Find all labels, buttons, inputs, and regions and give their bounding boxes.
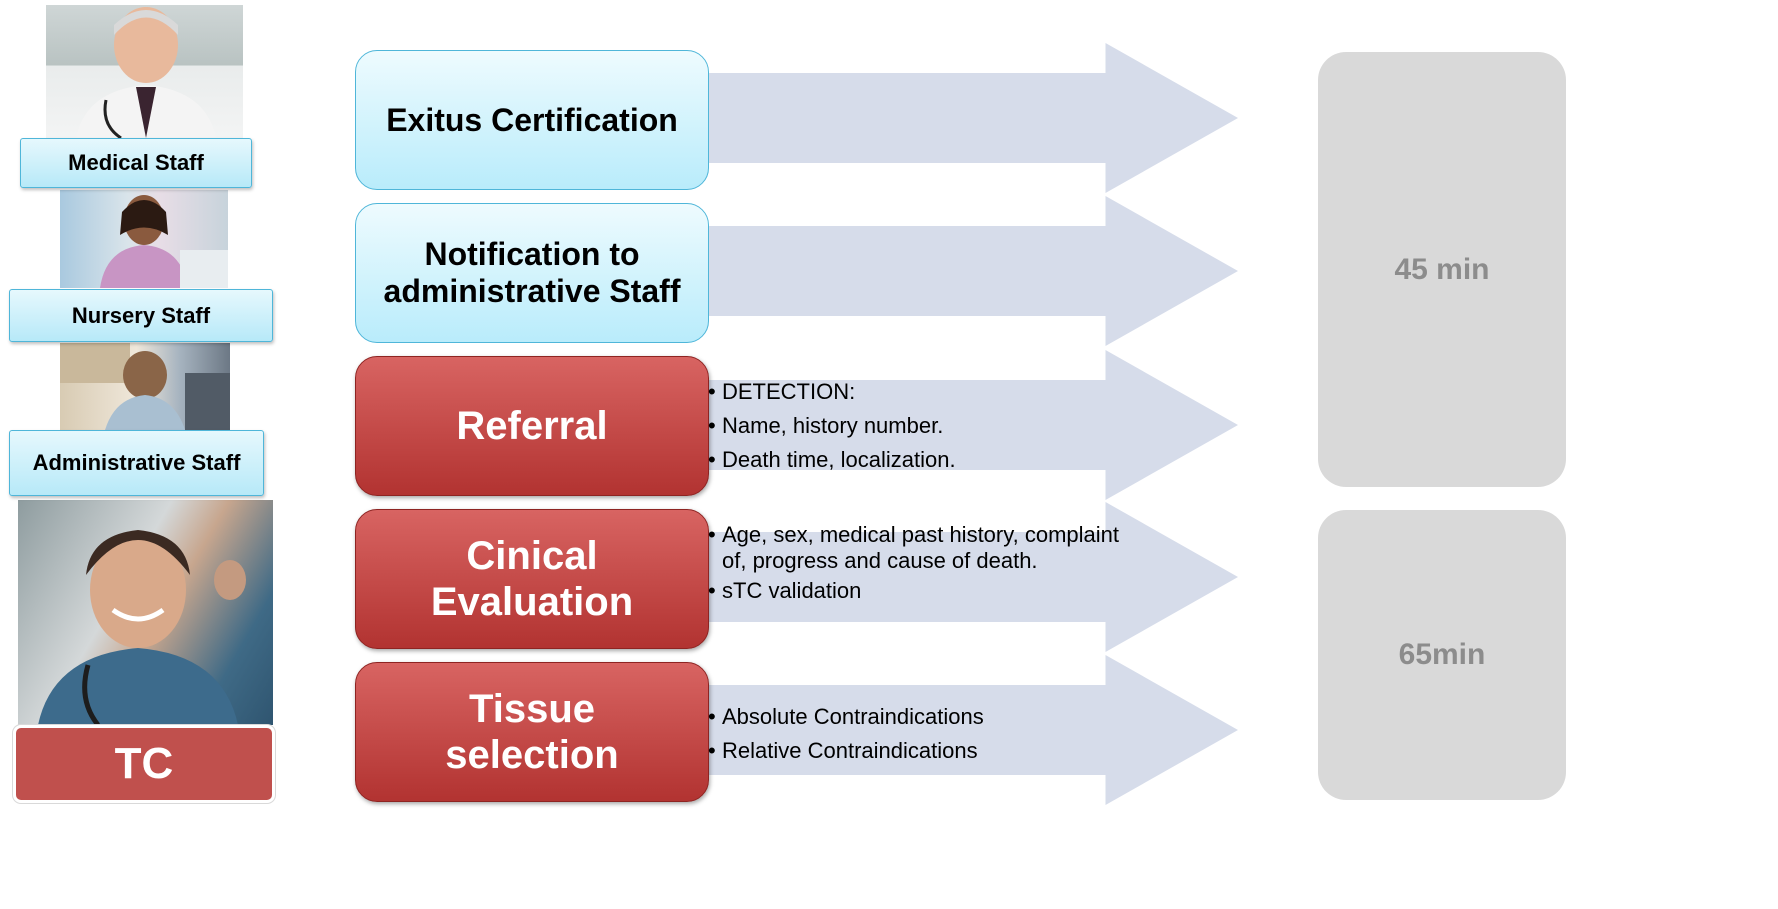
duration-panel-second: 65min (1318, 510, 1566, 800)
list-item: •Absolute Contraindications (708, 704, 984, 729)
referral-details: •DETECTION: •Name, history number. •Deat… (708, 379, 1178, 481)
list-item: •sTC validation (708, 578, 862, 603)
step-referral: Referral (355, 356, 709, 496)
step-arrow (708, 43, 1238, 193)
administrative-staff-label: Administrative Staff (9, 430, 264, 496)
administrative-staff-photo (60, 343, 230, 430)
step-notification: Notification to administrative Staff (355, 203, 709, 343)
clinical-evaluation-details: •Age, sex, medical past history, complai… (708, 522, 1148, 612)
list-item: •Relative Contraindications (708, 738, 978, 763)
nursery-staff-photo (60, 190, 228, 288)
list-item: •Death time, localization. (708, 447, 956, 472)
list-item: •DETECTION: (708, 379, 856, 404)
tc-label: TC (13, 725, 275, 803)
step-clinical-evaluation: Cinical Evaluation (355, 509, 709, 649)
step-label: Notification to administrative Staff (383, 236, 681, 309)
tissue-selection-details: •Absolute Contraindications •Relative Co… (708, 704, 1178, 772)
duration-label: 45 min (1394, 252, 1490, 286)
step-label: Tissue selection (445, 687, 619, 777)
list-item: •Age, sex, medical past history, complai… (708, 522, 1119, 573)
step-exitus-certification: Exitus Certification (355, 50, 709, 190)
medical-staff-label: Medical Staff (20, 138, 252, 188)
duration-label: 65min (1398, 638, 1486, 671)
list-item: •Name, history number. (708, 413, 944, 438)
step-label: Exitus Certification (386, 101, 678, 138)
step-arrow (708, 196, 1238, 346)
step-label: Cinical Evaluation (430, 534, 634, 624)
tc-photo (18, 500, 273, 725)
nursery-staff-label: Nursery Staff (9, 289, 273, 342)
medical-staff-photo (46, 5, 243, 138)
step-tissue-selection: Tissue selection (355, 662, 709, 802)
duration-panel-first: 45 min (1318, 52, 1566, 487)
step-label: Referral (456, 404, 608, 448)
